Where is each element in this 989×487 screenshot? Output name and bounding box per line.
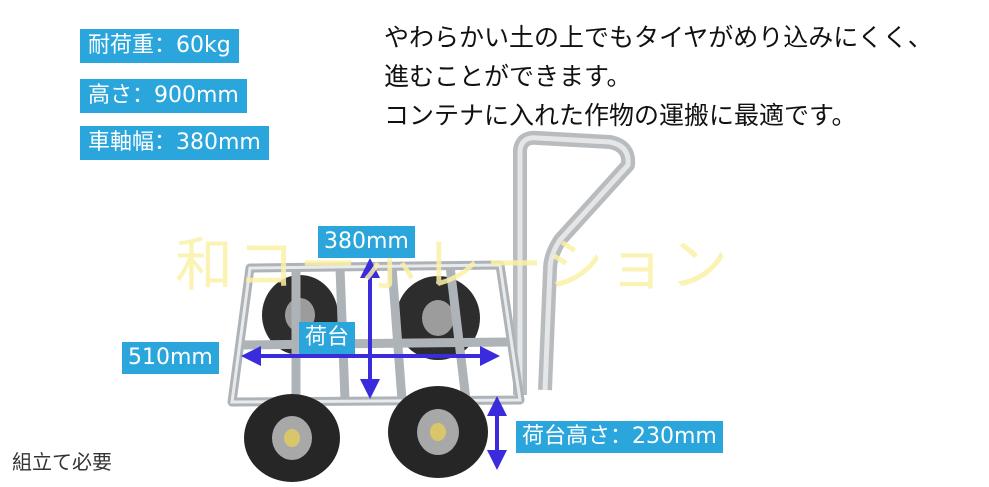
description-line-3: コンテナに入れた作物の運搬に最適です。 <box>384 101 857 130</box>
spec-axle-width: 車軸幅：380mm <box>80 126 269 160</box>
front-right-wheel <box>388 386 488 478</box>
dimension-length-label: 510mm <box>122 342 219 374</box>
cart-frame-highlight <box>230 263 522 404</box>
front-left-wheel <box>244 394 340 482</box>
bed-height-label: 荷台高さ：230mm <box>516 421 723 453</box>
product-description: やわらかい土の上でもタイヤがめり込みにくく、 進むことができます。 コンテナに入… <box>384 18 974 135</box>
assembly-note: 組立て必要 <box>12 450 112 474</box>
watermark: 和コーポレーション <box>175 231 732 299</box>
bed-label: 荷台 <box>299 322 356 354</box>
description-line-1: やわらかい土の上でもタイヤがめり込みにくく、 <box>384 23 933 52</box>
description-line-2: 進むことができます。 <box>384 62 632 91</box>
cart-handle-highlight <box>517 135 631 395</box>
dimension-width-label: 380mm <box>318 226 415 258</box>
spec-height: 高さ：900mm <box>80 79 247 113</box>
spec-load-capacity: 耐荷重：60kg <box>80 29 239 63</box>
